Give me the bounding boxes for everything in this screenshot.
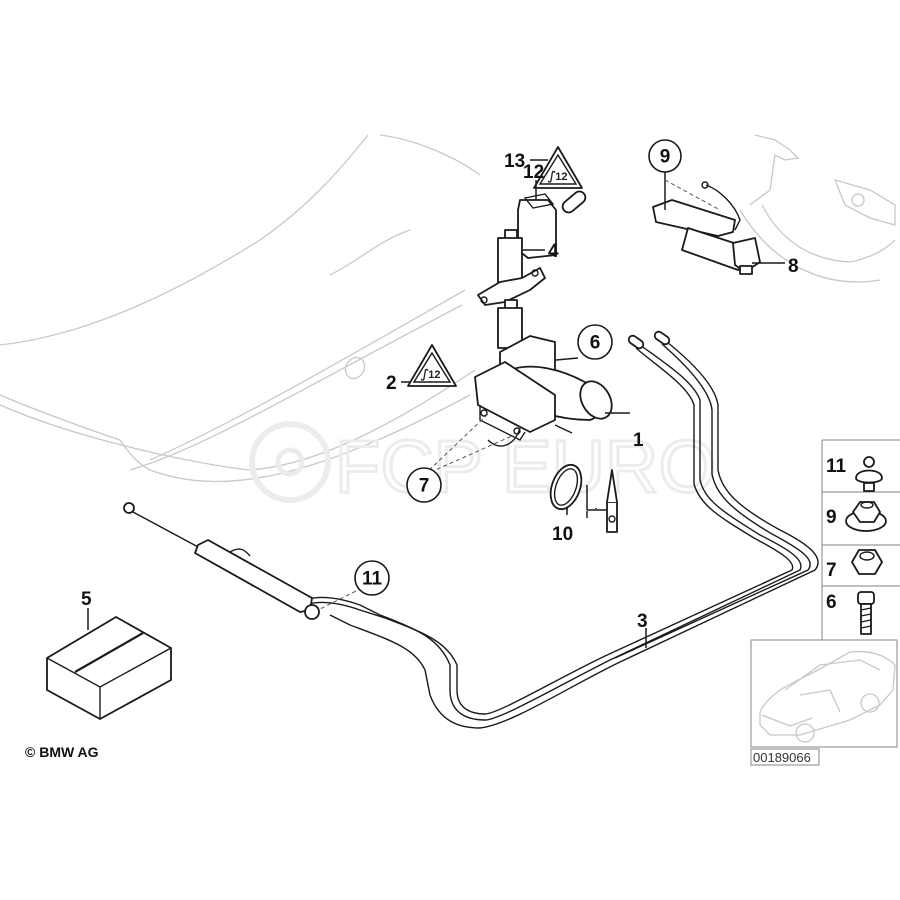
warning-label-2[interactable]: ഽ12 [407,344,457,387]
svg-text:9: 9 [660,147,671,168]
pump-motor-1[interactable] [474,299,618,447]
callout-10[interactable]: 10 [552,524,573,545]
svg-text:11: 11 [362,569,383,590]
relay-module-12[interactable] [517,189,588,259]
callout-9-circled[interactable]: 9 [648,139,682,173]
callout-5[interactable]: 5 [81,589,92,610]
ball-stud-icon [855,456,883,492]
svg-text:9: 9 [826,507,837,528]
o-ring-fitting-10[interactable] [545,461,618,533]
leader-lines [87,159,785,648]
copyright: © BMW AG [25,744,99,760]
svg-text:7: 7 [826,560,837,581]
warning-label-13[interactable]: ഽ12 [533,146,583,189]
reference-number: 00189066 [753,750,811,765]
callout-13[interactable]: 13 [504,151,525,172]
svg-text:6: 6 [590,333,601,354]
kit-box-5[interactable] [46,616,172,720]
callout-11-circled[interactable]: 11 [354,560,390,596]
hex-nut-icon [851,549,883,575]
callout-1[interactable]: 1 [633,430,644,451]
svg-text:ഽ12: ഽ12 [420,368,440,382]
hardware-item-7[interactable]: 7 [826,549,883,581]
hardware-item-11[interactable]: 11 [826,456,883,492]
callout-12[interactable]: 12 [523,162,544,183]
svg-text:6: 6 [826,592,837,613]
svg-text:11: 11 [826,456,847,477]
lock-pin-mount-4[interactable] [477,229,546,306]
collar-nut-icon [845,501,887,532]
hardware-item-6[interactable]: 6 [826,591,875,635]
callout-6-circled[interactable]: 6 [577,324,613,360]
callout-2[interactable]: 2 [386,373,397,394]
socket-bolt-icon [857,591,875,635]
vehicle-thumbnail: 00189066 [750,639,898,766]
callouts: 13 12 4 8 2 1 10 3 5 9 6 7 11 ഽ12 [81,139,799,632]
watermark-text: FCP EURO [335,425,716,508]
callout-8[interactable]: 8 [788,256,799,277]
trunk-lid-ghost [0,134,481,483]
hinge-ghost [739,134,896,283]
watermark: FCP EURO [249,421,718,510]
hardware-item-9[interactable]: 9 [826,501,887,532]
hardware-panel: 11 9 7 6 [821,439,900,640]
callout-7-circled[interactable]: 7 [406,467,442,503]
callout-3[interactable]: 3 [637,611,648,632]
svg-text:ഽ12: ഽ12 [547,170,567,184]
hydraulic-lines-3[interactable] [304,330,819,729]
hinge-bracket-8[interactable] [652,181,761,275]
car-icon [759,650,896,743]
svg-text:7: 7 [419,476,430,497]
callout-4[interactable]: 4 [548,241,559,262]
gas-strut[interactable] [123,502,320,620]
